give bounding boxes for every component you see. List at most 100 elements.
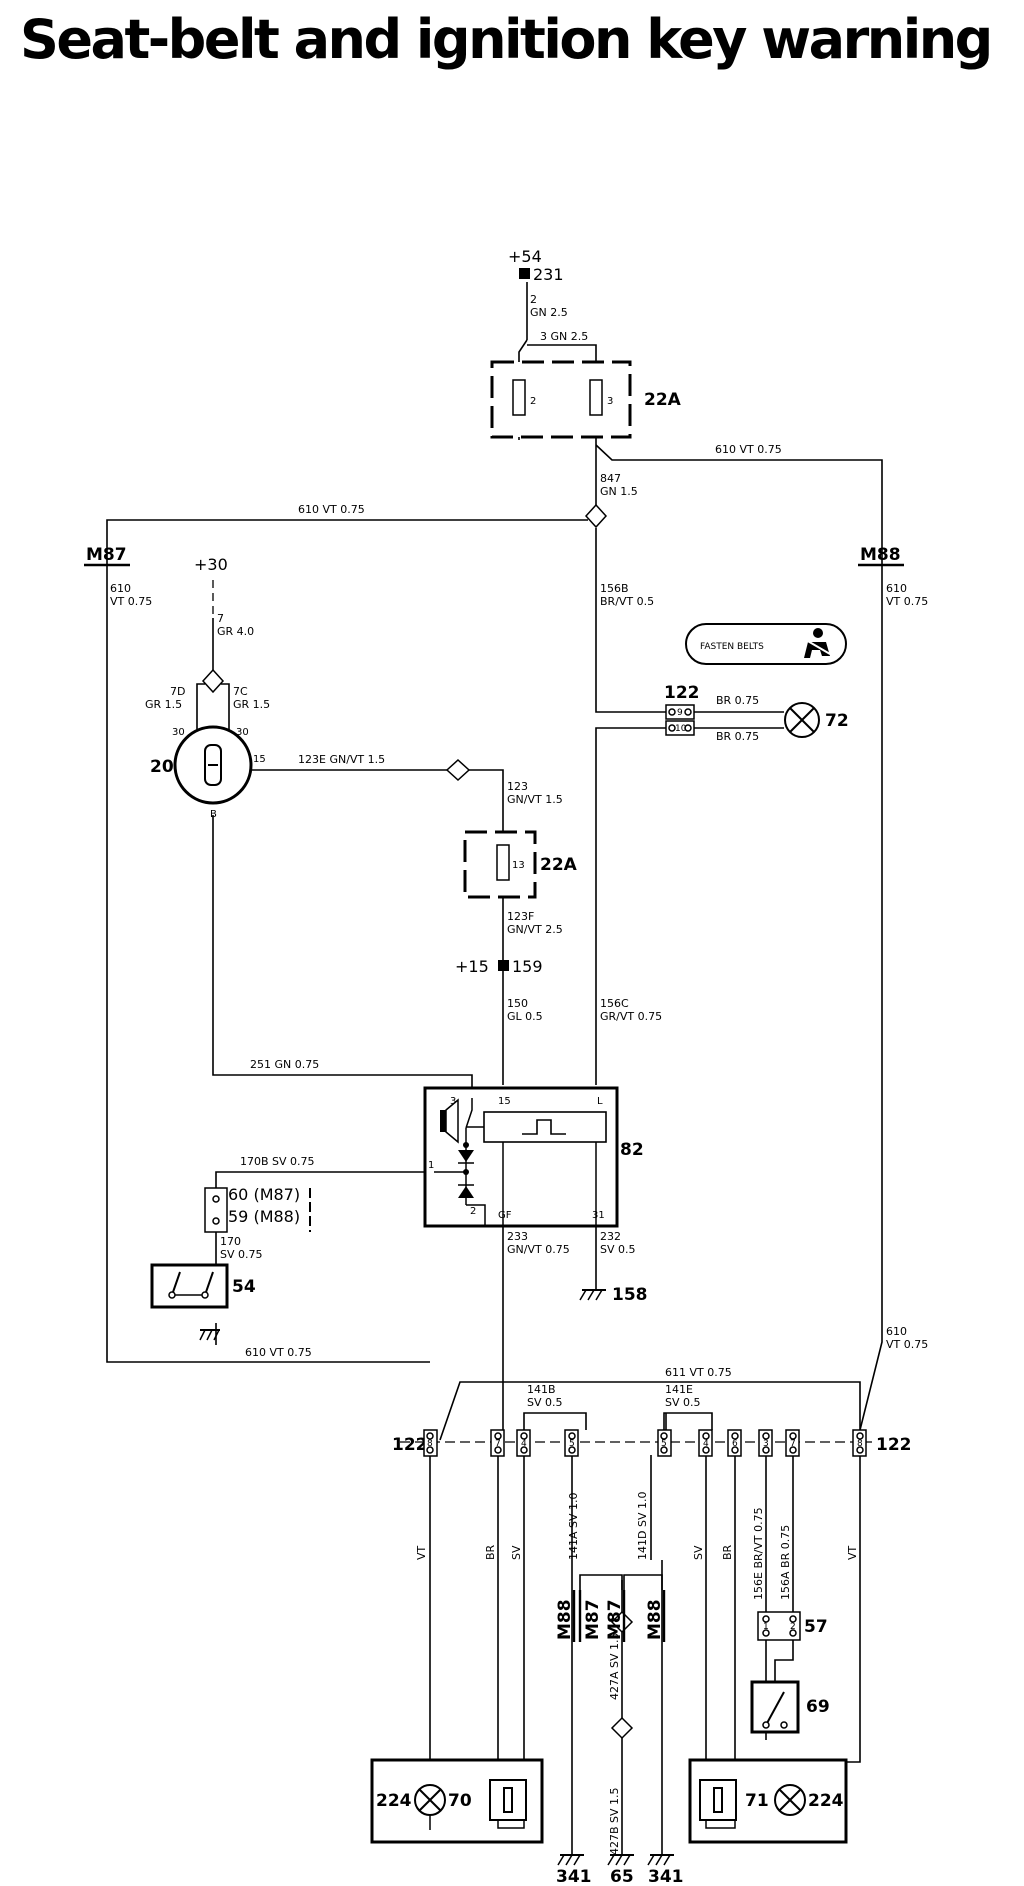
wire-label: VT 0.75 [110,595,152,608]
wire-label: SV [692,1545,705,1560]
wire-label: 170 [220,1235,241,1248]
connector-57: 1 2 57 [757,1611,828,1641]
svg-text:L: L [597,1096,603,1107]
svg-text:4: 4 [703,1439,709,1449]
svg-text:341: 341 [556,1867,592,1886]
svg-text:65: 65 [610,1867,634,1886]
fasten-belts-indicator: FASTEN BELTS [685,623,847,665]
svg-text:M87: M87 [86,545,127,565]
svg-text:M87: M87 [583,1599,603,1640]
wire-label: SV [510,1545,523,1560]
svg-text:71: 71 [745,1791,769,1811]
wire-label: SV 0.5 [527,1396,563,1409]
svg-text:10: 10 [675,724,687,734]
svg-text:72: 72 [825,711,849,731]
svg-text:31: 31 [592,1210,605,1221]
wire-label: 141B [527,1383,556,1396]
wire-label: 3 GN 2.5 [540,330,588,343]
svg-text:6: 6 [732,1439,738,1449]
svg-text:13: 13 [512,860,525,871]
wire-label: BR 0.75 [716,730,759,743]
feed-label-30: +30 [194,555,228,574]
wire-label: 170B SV 0.75 [240,1155,315,1168]
wire-label: 7 [217,612,224,625]
svg-text:9: 9 [677,708,683,718]
wire-label: 123 [507,780,528,793]
marker-m88-right: M88 [645,1590,666,1642]
svg-text:7: 7 [495,1439,501,1449]
wire-label: GR/VT 0.75 [600,1010,662,1023]
pin-label: 30 [172,727,185,738]
wire-label: 156B [600,582,629,595]
svg-text:M88: M88 [645,1599,665,1640]
svg-text:M87: M87 [605,1599,625,1640]
wire-label: 427B SV 1.5 [608,1787,621,1855]
connector-122-lamp: 122 9 10 [664,683,700,736]
wire-label: SV 0.5 [600,1243,636,1256]
page-title: Seat-belt and ignition key warning [20,8,993,71]
wire-label: 141E [665,1383,693,1396]
svg-text:M88: M88 [555,1599,575,1640]
wire-label: GR 1.5 [145,698,182,711]
svg-text:GF: GF [498,1210,512,1221]
wire-label: VT [415,1545,428,1560]
pin-label: 2 [530,396,536,407]
wire-label: 141A SV 1.0 [567,1492,580,1560]
wire-label: GN 1.5 [600,485,638,498]
pin-label: B [210,809,217,820]
pin-label: 3 [607,396,613,407]
svg-text:122: 122 [664,683,700,703]
svg-text:5: 5 [569,1439,575,1449]
connector-60-59: 60 (M87) 59 (M88) [204,1185,311,1233]
wire-label: GL 0.5 [507,1010,543,1023]
svg-text:3: 3 [450,1096,456,1107]
wire-label: 610 VT 0.75 [245,1346,312,1359]
pin-label: 30 [236,727,249,738]
marker-m87-top: M87 [84,545,130,567]
wire-label: 2 [530,293,537,306]
seatbelt-person-icon [804,628,831,658]
svg-text:122: 122 [876,1435,912,1455]
wire-label: GN/VT 0.75 [507,1243,570,1256]
ground-341-left: 341 [556,1854,592,1886]
wire-label: 610 [886,582,907,595]
svg-text:57: 57 [804,1617,828,1637]
lamp-module-224-70: 224 70 [370,1758,544,1844]
svg-text:60 (M87): 60 (M87) [228,1185,300,1204]
splices [201,503,634,1740]
wire-label: BR [721,1544,734,1560]
ground-341-right: 341 [647,1854,684,1886]
wire-label: 610 [886,1325,907,1338]
wire-label: 156C [600,997,629,1010]
svg-text:22A: 22A [540,855,578,875]
svg-text:M88: M88 [860,545,901,565]
svg-text:224: 224 [376,1791,412,1811]
svg-text:1: 1 [428,1160,434,1171]
svg-text:5: 5 [661,1439,667,1449]
wire-label: VT 0.75 [886,1338,928,1351]
wire-label: 610 VT 0.75 [715,443,782,456]
svg-text:59 (M88): 59 (M88) [228,1207,300,1226]
marker-m88-top: M88 [858,545,904,567]
terminal-54: +54 231 [508,247,564,284]
svg-text:158: 158 [612,1285,648,1305]
svg-text:8: 8 [427,1439,433,1449]
connector-strip-122: 122 122 8 7 4 5 5 4 6 3 7 8 [392,1429,912,1457]
control-module-82: 3 15 L 1 2 GF 31 82 [423,1086,644,1228]
wire-label: 150 [507,997,528,1010]
component-label-20: 20 [150,757,174,777]
ignition-switch-20: 20 30 30 15 B [150,725,266,820]
wire-label: 251 GN 0.75 [250,1058,319,1071]
lamp-72: 72 [784,702,849,738]
diode-icon [458,1142,474,1198]
marker-m87-left: M87 [578,1590,603,1642]
wire-label: 123E GN/VT 1.5 [298,753,385,766]
terminal-15: +15 159 [455,957,543,976]
svg-text:+15: +15 [455,957,489,976]
svg-text:7: 7 [790,1439,796,1449]
svg-text:224: 224 [808,1791,844,1811]
buzzer-icon [440,1098,459,1144]
svg-text:4: 4 [521,1439,527,1449]
feed-number-231: 231 [533,265,564,284]
feed-label-54: +54 [508,247,542,266]
